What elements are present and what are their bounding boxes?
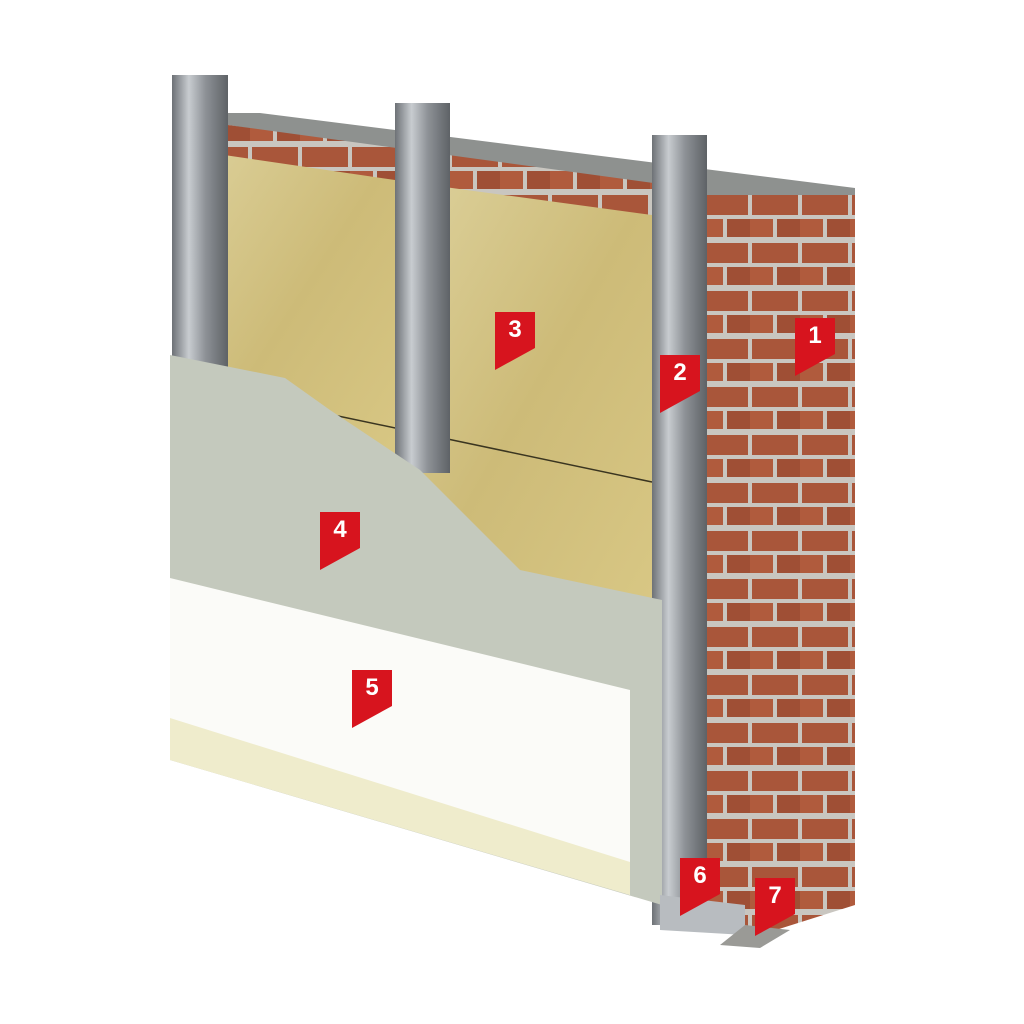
metal-stud-2 bbox=[395, 103, 450, 473]
marker-label: 2 bbox=[673, 359, 687, 386]
brick-wall bbox=[705, 195, 855, 935]
sealing-tape bbox=[720, 925, 790, 948]
marker-label: 6 bbox=[693, 862, 707, 889]
marker-3: 3 bbox=[495, 312, 535, 370]
marker-7: 7 bbox=[755, 878, 795, 936]
metal-stud-1 bbox=[172, 75, 228, 375]
marker-6: 6 bbox=[680, 858, 720, 916]
finish-plaster bbox=[170, 578, 630, 895]
marker-label: 4 bbox=[333, 516, 347, 543]
marker-label: 7 bbox=[768, 882, 782, 909]
insulation-panel-right bbox=[415, 183, 652, 600]
marker-2: 2 bbox=[660, 355, 700, 413]
brick-back bbox=[228, 125, 705, 230]
marker-label: 5 bbox=[365, 674, 379, 701]
marker-label: 1 bbox=[808, 322, 822, 349]
finish-base-band bbox=[170, 718, 630, 895]
marker-1: 1 bbox=[795, 318, 835, 376]
marker-5: 5 bbox=[352, 670, 392, 728]
marker-label: 3 bbox=[508, 316, 522, 343]
marker-4: 4 bbox=[320, 512, 360, 570]
